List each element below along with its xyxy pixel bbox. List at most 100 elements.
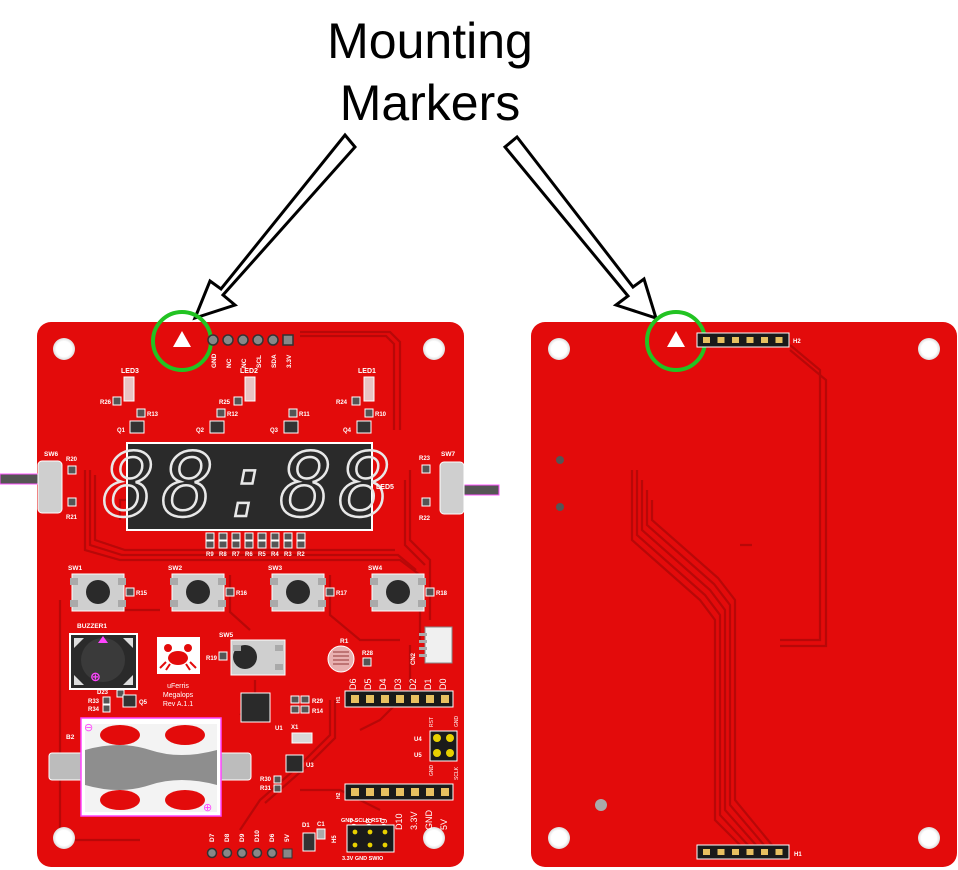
back-mounting-hole-br [918,827,940,849]
digital-top-label-4: D2 [408,678,418,690]
display-digits: 88:88 [103,434,398,537]
header-pin-label-0: GND [211,353,218,368]
h1-pads-5 [775,849,783,855]
resistor-pad-6 [283,532,293,541]
button-label-1: SW2 [168,565,182,572]
led2-label: LED2 [240,368,258,375]
u4-u5-pads: U4 U5 RST GND SCLK GND [414,716,460,781]
arrow-left [192,132,357,321]
photoresistor: R1 R28 [327,638,374,673]
r23-label: R23 [419,456,431,462]
digital-top-header-id: H1 [336,696,342,703]
q3-label: Q3 [270,428,279,434]
h5-label: H5 [332,835,338,843]
digital-top-pad-0 [351,695,359,703]
header-pin-label-1: NC [226,358,233,368]
front-top-header [207,334,294,346]
r1-label: R1 [340,638,349,645]
button-resistor-label-1: R16 [236,591,248,597]
button-leg-3-1 [418,578,426,585]
resistor-row-label-5: R4 [271,552,279,558]
q2-label: Q2 [196,428,205,434]
digital-top-label-3: D3 [393,678,403,690]
h1-pads-1 [717,849,725,855]
button-leg-1-2 [170,600,178,607]
digital-bottom-label-0: D7 [349,818,359,830]
h1-pads-4 [761,849,768,855]
button-leg-0-0 [70,578,78,585]
front-mounting-hole-tr [423,338,445,360]
r31-label: R31 [260,786,272,792]
digital-header-bottom-pins [351,788,449,796]
misc-components: U1 R29 R14 X1 U3 R30 R31 D23 R33 R34 Q5 [88,689,324,793]
b2-label: B2 [66,734,75,741]
button-label-2: SW3 [268,565,282,572]
r26-label: R26 [100,400,112,406]
button-label-3: SW4 [368,565,382,572]
u4-label: U4 [414,737,422,743]
button-leg-2-0 [270,578,278,585]
header-pin-label-2: NC [241,358,248,368]
bottom-pin-label-4: D6 [269,833,276,842]
r21-label: R21 [66,515,78,521]
button-resistor-3 [425,587,435,597]
back-mounting-hole-bl [548,827,570,849]
led1-label: LED1 [358,368,376,375]
h5-header: GND SCLK RST 3.3V GND SWIO H5 [332,818,395,862]
h5-bottom-label: 3.3V GND SWIO [342,856,384,862]
button-leg-0-3 [118,600,126,607]
resistor-pad-lower-2 [231,540,241,549]
u4-pin-rst: RST [429,717,435,727]
resistor-row-label-6: R3 [284,552,292,558]
button-leg-3-3 [418,600,426,607]
x1-label: X1 [291,725,299,731]
digital-top-label-1: D5 [363,678,373,690]
digital-top-pad-6 [441,695,449,703]
h2-pads-2 [732,337,739,343]
r33-label: R33 [88,699,100,705]
led1: LED1 [358,368,376,402]
u4-pin-gnd-top: GND [454,716,460,728]
button-leg-3-0 [370,578,378,585]
front-mounting-hole-br [423,827,445,849]
button-cap-2 [286,580,310,604]
r29-label: R29 [312,699,324,705]
digital-top-pad-1 [366,695,374,703]
digital-top-label-5: D1 [423,678,433,690]
r11-label: R11 [299,412,310,418]
button-label-0: SW1 [68,565,82,572]
svg-text:⊖: ⊖ [84,721,93,734]
resistor-pad-lower-3 [244,540,254,549]
resistor-pad-7 [296,532,306,541]
arrow-right [502,134,659,321]
h1-pads-3 [746,849,754,855]
header-pin-label-5: 3.3V [286,354,293,368]
digital-bottom-pad-5 [426,788,434,796]
top-resistors: R26 R13 R25 R12 R11 R24 R10 [100,396,387,418]
diagram-title: Mounting Markers [0,10,860,134]
crab-logo-icon [157,637,200,674]
h1-pads-2 [732,849,739,855]
u1-label: U1 [275,726,283,732]
board-name-1: uFerris [167,683,189,690]
bottom-pin-label-3: D10 [254,830,261,842]
button-leg-0-1 [118,578,126,585]
button-leg-2-3 [318,600,326,607]
digital-bottom-pad-4 [411,788,419,796]
resistor-pad-lower-6 [283,540,293,549]
u4-pin-gnd-bottom: GND [429,765,435,777]
back-mounting-hole-tr [918,338,940,360]
button-leg-2-2 [270,600,278,607]
cn2-label: CN2 [411,652,417,665]
front-mounting-hole-tl [53,338,75,360]
back-via-2 [556,503,564,511]
resistor-row-label-3: R6 [245,552,253,558]
resistor-row-label-0: R9 [206,552,214,558]
d1-label: D1 [302,823,310,829]
bottom-pin-1 [221,847,233,859]
